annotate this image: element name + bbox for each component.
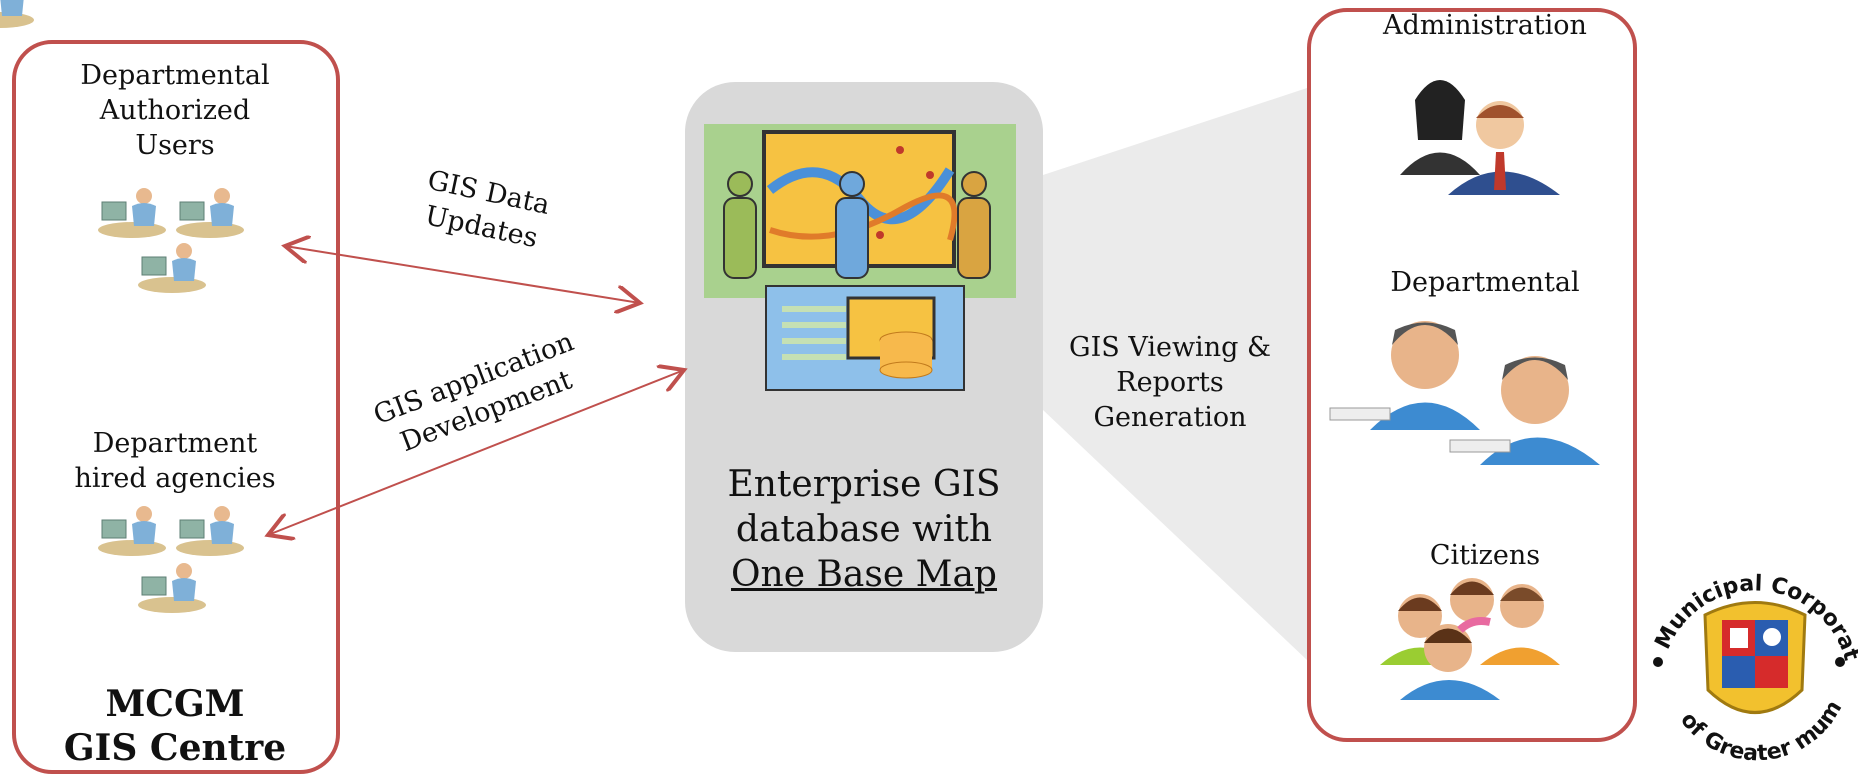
gis-data-updates-arrow (285, 246, 640, 303)
person-icon (835, 171, 869, 279)
user-groups-panel (1307, 8, 1637, 742)
person-icon (723, 171, 757, 279)
computer-user-icon (0, 0, 34, 28)
departmental-people-icon (1329, 321, 1600, 465)
gis-application-development-arrow (268, 370, 684, 535)
svg-text:Municipal Corporation: Municipal Corporation (0, 0, 1858, 664)
enterprise-gis-label: Enterprise GIS database with One Base Ma… (727, 464, 1001, 595)
coat-of-arms-icon (1703, 601, 1807, 714)
hired-agencies-label: Department hired agencies (74, 428, 276, 494)
logo-text-top: Municipal Corporation (0, 0, 1858, 664)
citizens-label: Citizens (1429, 540, 1541, 571)
logo-text-bottom: of Greater mumbai (0, 0, 1847, 766)
departmental-users-label: Departmental Authorized Users (80, 60, 270, 161)
person-icon (957, 171, 991, 279)
gis-viewing-reports-label: GIS Viewing & Reports Generation (1069, 332, 1271, 433)
mcgm-gis-centre-title: MCGM GIS Centre (63, 683, 287, 769)
citizens-people-icon (1380, 578, 1560, 700)
administration-people-icon (1400, 80, 1560, 195)
administration-label: Administration (1383, 10, 1587, 41)
database-screen-icon (765, 285, 965, 391)
departmental-label: Departmental (1390, 267, 1580, 298)
svg-text:of Greater mumbai: of Greater mumbai (0, 0, 1847, 766)
